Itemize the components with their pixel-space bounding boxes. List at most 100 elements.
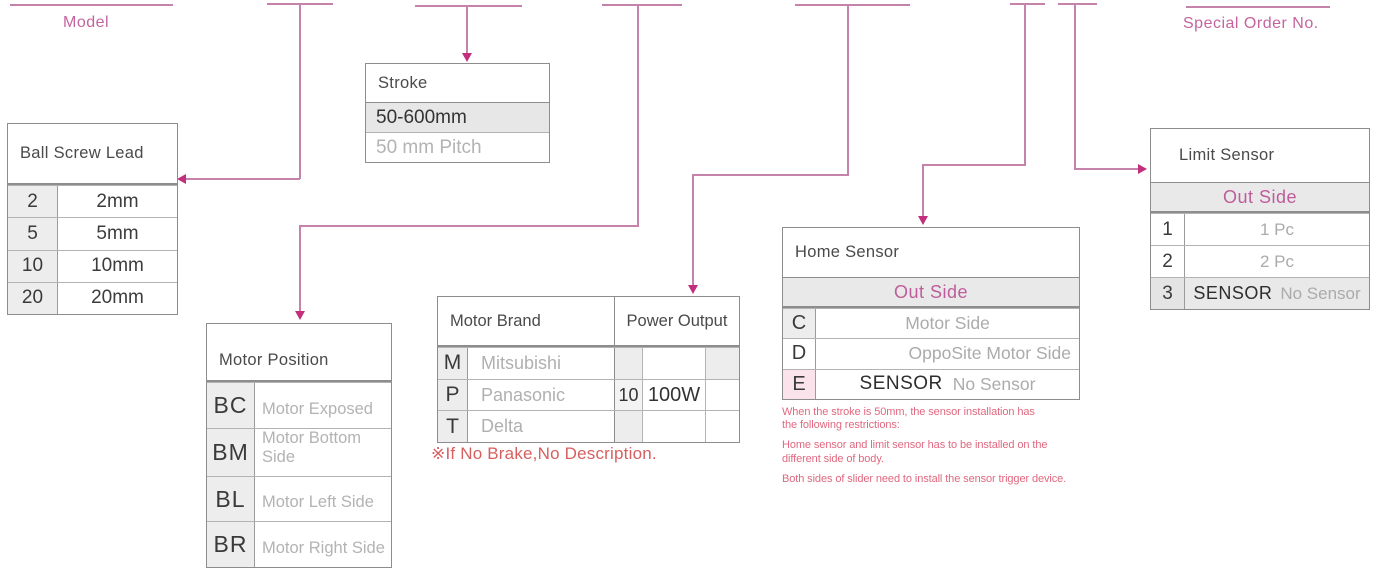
table-row: M Mitsubishi [438, 347, 739, 379]
sensor-code: E [783, 369, 816, 399]
motor-brand-title: Motor Brand [438, 297, 615, 345]
table-row: BR Motor Right Side [207, 521, 391, 568]
lead-code: 2 [8, 186, 58, 218]
power-extra-cell [706, 380, 739, 411]
power-code-cell [615, 348, 643, 379]
table-row: C Motor Side [783, 308, 1079, 339]
ball-screw-lead-title: Ball Screw Lead [8, 124, 177, 185]
arrow-to-ball-screw-lead-icon [177, 174, 186, 184]
lead-value: 2mm [96, 190, 139, 212]
connector-motor-position-vertical-2 [299, 225, 301, 311]
table-row: 2 2 Pc [1151, 245, 1369, 277]
arrow-to-limit-sensor-icon [1138, 164, 1147, 174]
sensor-code: 1 [1151, 214, 1185, 245]
arrow-to-home-sensor-icon [918, 216, 928, 225]
arrow-to-power-output-icon [688, 285, 698, 294]
position-code: BM [207, 428, 255, 476]
table-row: 1 1 Pc [1151, 213, 1369, 245]
power-output-title: Power Output [626, 311, 728, 330]
power-code-cell: 10 [615, 379, 643, 411]
home-sensor-subheader: Out Side [783, 278, 1079, 308]
code-segment-stroke [415, 5, 522, 7]
brand-name: Delta [468, 411, 615, 443]
position-value: Motor Exposed [262, 399, 373, 418]
stroke-title: Stroke [366, 64, 549, 103]
connector-power-horizontal [692, 174, 849, 176]
lead-value: 20mm [91, 287, 144, 309]
connector-lead-vertical [299, 5, 301, 179]
table-row: 2 2mm [8, 185, 177, 218]
arrow-to-stroke-icon [462, 53, 472, 62]
code-segment-limit-sensor [1058, 3, 1097, 5]
connector-limit-vertical [1074, 5, 1076, 170]
position-code: BC [207, 383, 255, 428]
note-stroke-restriction: When the stroke is 50mm, the sensor inst… [782, 406, 1035, 432]
power-value-cell: 100W [643, 379, 706, 411]
table-row: BM Motor Bottom Side [207, 427, 391, 476]
sensor-value: Motor Side [905, 313, 990, 334]
note-trigger-device: Both sides of slider need to install the… [782, 472, 1067, 485]
limit-sensor-table: Limit Sensor Out Side 1 1 Pc 2 2 Pc 3 SE… [1150, 128, 1370, 310]
table-row: D OppoSite Motor Side [783, 338, 1079, 369]
ball-screw-lead-table: Ball Screw Lead 2 2mm 5 5mm 10 10mm 20 2… [7, 123, 178, 315]
code-segment-motor-position [602, 4, 682, 6]
connector-limit-horizontal [1074, 168, 1138, 170]
table-row: 10 10mm [8, 249, 177, 282]
table-row: BC Motor Exposed [207, 382, 391, 428]
connector-power-vertical-1 [847, 5, 849, 176]
brand-name: Mitsubishi [468, 348, 615, 379]
sensor-value: SENSOR No Sensor [1185, 278, 1369, 309]
position-value: Motor Right Side [262, 539, 385, 558]
no-sensor-text: No Sensor [1280, 283, 1361, 303]
connector-motor-position-vertical-1 [637, 5, 639, 227]
position-code: BR [207, 522, 255, 568]
lead-code: 5 [8, 218, 58, 250]
motor-position-title: Motor Position [207, 324, 391, 382]
motor-brand-table: Motor Brand Power Output M Mitsubishi P … [437, 296, 740, 443]
power-value-cell [643, 348, 706, 379]
power-extra-cell [706, 411, 739, 442]
code-segment-lead [267, 3, 333, 5]
no-sensor-text: No Sensor [952, 373, 1036, 394]
position-value: Motor Left Side [262, 493, 374, 512]
sensor-code: 3 [1151, 278, 1185, 309]
lead-value: 10mm [91, 255, 144, 277]
special-order-label: Special Order No. [1183, 15, 1319, 32]
connector-power-vertical-2 [692, 174, 694, 285]
home-sensor-title: Home Sensor [783, 228, 1079, 278]
brand-code: T [438, 411, 468, 443]
connector-home-vertical-2 [922, 164, 924, 216]
connector-lead-horizontal [186, 178, 300, 180]
table-row: E SENSOR No Sensor [783, 368, 1079, 399]
position-code: BL [207, 476, 255, 522]
connector-home-vertical-1 [1024, 5, 1026, 166]
code-segment-home-sensor [1010, 3, 1045, 5]
table-row: T Delta [438, 410, 739, 443]
arrow-to-motor-position-icon [295, 311, 305, 320]
table-row: P Panasonic 10 100W [438, 378, 739, 411]
brand-name: Panasonic [468, 379, 615, 411]
limit-sensor-title: Limit Sensor [1151, 129, 1369, 183]
sensor-value: SENSOR No Sensor [816, 370, 1079, 399]
stroke-range: 50-600mm [366, 103, 549, 133]
brake-note: ※If No Brake,No Description. [431, 444, 657, 463]
connector-home-horizontal [922, 164, 1026, 166]
power-value-cell [643, 411, 706, 443]
lead-code: 10 [8, 250, 58, 282]
sensor-restriction-notes: When the stroke is 50mm, the sensor inst… [782, 406, 1067, 493]
sensor-value: OppoSite Motor Side [908, 343, 1071, 364]
code-segment-special-order [1186, 6, 1330, 8]
sensor-brand-text: SENSOR [1193, 283, 1273, 303]
sensor-code: D [783, 339, 816, 369]
table-row: 3 SENSOR No Sensor [1151, 277, 1369, 309]
stroke-table: Stroke 50-600mm 50 mm Pitch [365, 63, 550, 163]
home-sensor-table: Home Sensor Out Side C Motor Side D Oppo… [782, 227, 1080, 400]
brand-code: M [438, 348, 468, 379]
table-row: BL Motor Left Side [207, 475, 391, 522]
sensor-code: 2 [1151, 246, 1185, 277]
connector-stroke-vertical [466, 6, 468, 53]
limit-sensor-subheader: Out Side [1151, 183, 1369, 213]
table-header-row: Motor Brand Power Output [438, 297, 739, 347]
motor-position-table: Motor Position BC Motor Exposed BM Motor… [206, 323, 392, 568]
